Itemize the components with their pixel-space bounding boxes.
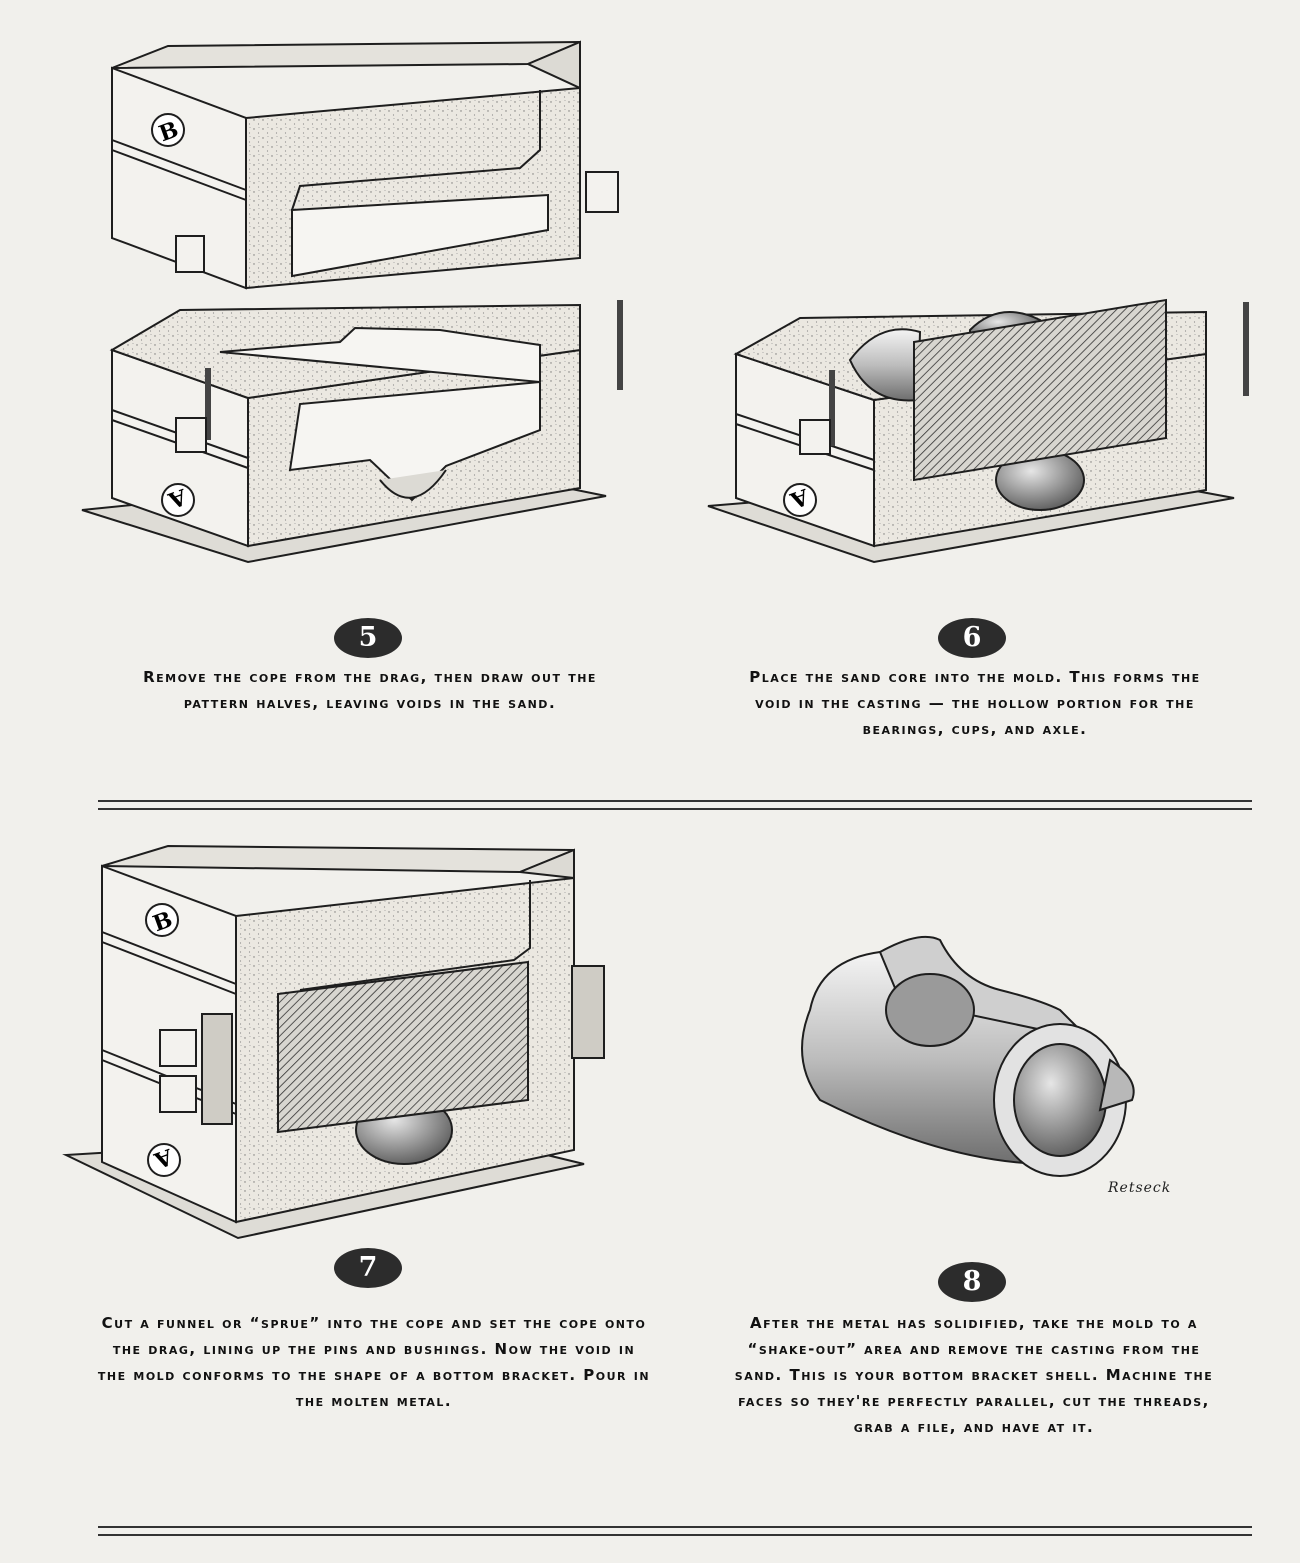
step-badge-5: 5 bbox=[334, 618, 402, 658]
step-caption-6: Place the sand core into the mold. This … bbox=[749, 668, 1201, 738]
step-caption-8: After the metal has solidified, take the… bbox=[734, 1314, 1214, 1436]
drag-flask-step5 bbox=[81, 300, 623, 564]
step-badge-7: 7 bbox=[334, 1248, 402, 1288]
bottom-bracket-shell bbox=[801, 935, 1135, 1177]
drag-flask-step6 bbox=[707, 298, 1249, 564]
cope-flask-step5 bbox=[111, 40, 619, 290]
step-caption-5: Remove the cope from the drag, then draw… bbox=[143, 668, 597, 712]
step-badge-6: 6 bbox=[938, 618, 1006, 658]
assembled-mold-step7 bbox=[62, 844, 605, 1240]
drag-badge-step6 bbox=[783, 483, 817, 517]
step-caption-7: Cut a funnel or “sprue” into the cope an… bbox=[97, 1314, 651, 1410]
step-badge-8: 8 bbox=[938, 1262, 1006, 1302]
drag-badge-step5 bbox=[161, 483, 195, 517]
drag-badge-step7 bbox=[147, 1143, 181, 1177]
cope-badge-step5 bbox=[151, 113, 185, 147]
artist-signature: Retseck bbox=[1108, 1180, 1172, 1196]
section-divider-bottom bbox=[98, 1526, 1252, 1536]
cope-badge-step7 bbox=[145, 903, 179, 937]
section-divider-top bbox=[98, 800, 1252, 810]
